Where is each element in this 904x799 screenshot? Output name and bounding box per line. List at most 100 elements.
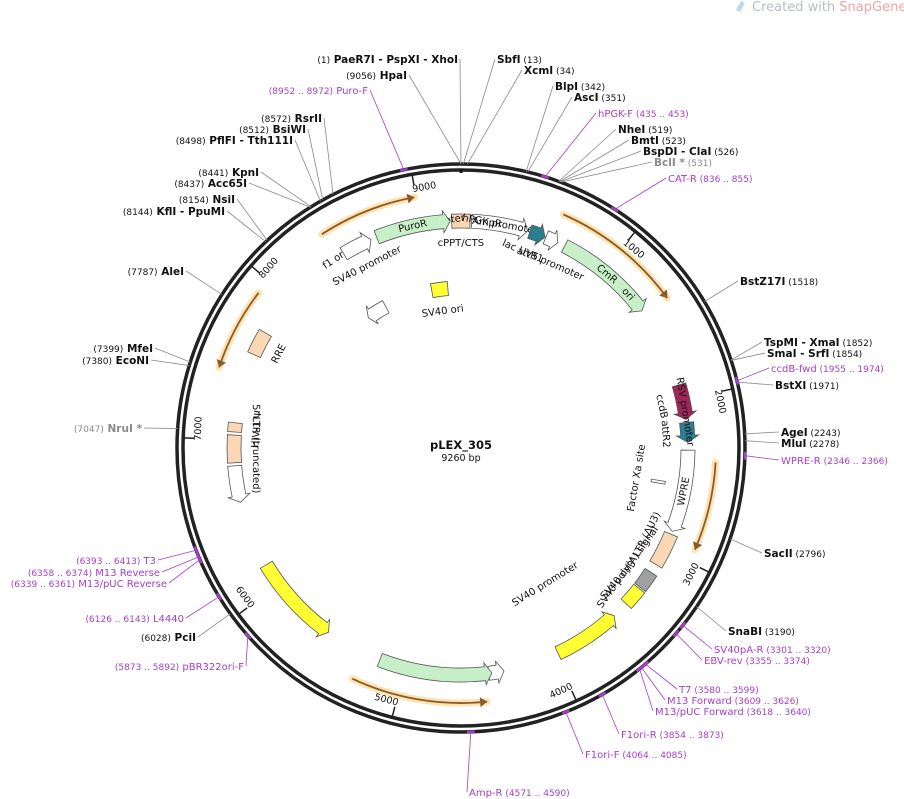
primer-position: (5873 .. 5892) (115, 663, 179, 673)
orf-line (351, 677, 488, 704)
feature-shape (527, 222, 546, 247)
tick-mark (411, 174, 415, 186)
primer-site-mark (193, 546, 199, 555)
primer-position: (3618 .. 3640) (744, 708, 811, 718)
orf-line (321, 196, 415, 236)
site-label: TspMI - XmaI (1852) (764, 337, 872, 349)
site-position: (351) (599, 94, 626, 104)
feature-shape (247, 328, 272, 359)
site-bstz17i: BstZ17I (1518) (704, 276, 818, 302)
primer-name: F1ori-F (585, 750, 620, 761)
feature-shape (554, 611, 617, 661)
primer-pbr322ori-f: (5873 .. 5892) pBR322ori-F (115, 631, 252, 673)
primer-layer: (8952 .. 8972) Puro-F hPGK-F (435 .. 453)… (11, 86, 888, 799)
orf-arrowhead (692, 541, 703, 550)
site-name: NruI * (104, 423, 143, 435)
site-mfei: (7399) MfeI (93, 343, 191, 363)
site-label: AgeI (2243) (781, 427, 840, 439)
site-position: (3190) (762, 628, 795, 638)
primer-position: (6358 .. 6374) (28, 569, 92, 579)
site-label: MluI (2278) (781, 438, 839, 450)
site-smai-srfi: SmaI - SrfI (1854) (731, 348, 862, 361)
feature-shape (365, 300, 390, 325)
site-leader-line (558, 128, 617, 182)
primer-name: pBR322ori-F (179, 662, 244, 673)
site-name: SbfI (497, 54, 521, 66)
tick-mark (721, 388, 733, 392)
primer-position: (435 .. 453) (633, 110, 689, 120)
site-name: RsrII (291, 113, 322, 125)
primer-amp-r: Amp-R (4571 .. 4590) (466, 730, 570, 799)
site-leader-line (696, 606, 727, 632)
primer-leader-line (601, 694, 620, 735)
primer-sv40pa-r: SV40pA-R (3301 .. 3320) (679, 621, 831, 656)
site-name: AgeI (781, 427, 808, 439)
site-name: BstZ17I (740, 276, 785, 288)
primer-label: (8952 .. 8972) Puro-F (269, 86, 368, 97)
site-label: SmaI - SrfI (1854) (767, 348, 862, 360)
site-label: NheI (519) (618, 124, 672, 136)
primer-leader-line (614, 177, 667, 210)
primer-site-mark (215, 592, 223, 601)
site-position: (34) (553, 67, 574, 77)
site-label: (6028) PciI (141, 632, 196, 644)
site-position: (523) (659, 137, 686, 147)
site-leader-line (323, 117, 334, 195)
feature-cppt-cts: cPPT/CTS (438, 213, 484, 249)
primer-site-mark (561, 709, 570, 715)
site-position: (8154) (179, 196, 209, 206)
primer-label: SV40pA-R (3301 .. 3320) (714, 645, 831, 656)
primer-site-mark (196, 552, 202, 561)
feature-shape (470, 213, 529, 241)
site-leader-line (197, 613, 231, 638)
site-label: (8437) Acc65I (174, 178, 247, 190)
primer-site-mark (244, 631, 252, 640)
feature-label: cPPT/CTS (438, 238, 484, 249)
feature-shape (259, 560, 331, 638)
orf-arrowhead (216, 359, 227, 368)
site-name: PflFI - Tth111I (206, 135, 293, 147)
primer-label: M13/pUC Forward (3618 .. 3640) (655, 707, 811, 718)
site-name: NheI (618, 124, 645, 136)
site-name: SnaBI (728, 626, 762, 638)
site-xcmi: XcmI (34) (467, 65, 575, 165)
tick-label: 3000 (681, 561, 702, 588)
site-leader-line (462, 58, 496, 165)
primer-position: (3301 .. 3320) (763, 646, 830, 656)
orf-arrowhead (479, 697, 488, 708)
site-leader-line (467, 69, 523, 165)
site-name: KflI - PpuMI (153, 206, 225, 218)
site-leader-line (307, 128, 324, 200)
tick-mark (391, 706, 396, 718)
primer-position: (3609 .. 3626) (732, 697, 799, 707)
site-name: NsiI (209, 194, 235, 206)
feature-shape (487, 659, 505, 685)
primer-site-mark (679, 621, 687, 630)
feature-label: ccdB (653, 394, 669, 420)
feature-shape (339, 231, 372, 261)
primer-leader-line (675, 633, 703, 661)
tick-mark (699, 566, 710, 574)
feature-shape (663, 449, 696, 532)
primer-leader-line (466, 731, 472, 793)
site-blpi: BlpI (342) (525, 81, 605, 172)
site-position: (13) (521, 56, 542, 66)
primer-label: F1ori-R (3854 .. 3873) (621, 730, 724, 741)
primer-ccdb-fwd: ccdB-fwd (1955 .. 1974) (734, 364, 884, 385)
site-position: (8498) (176, 137, 206, 147)
primer-position: (836 .. 855) (697, 175, 753, 185)
primer-name: WPRE-R (781, 456, 821, 467)
site-position: (9056) (346, 72, 376, 82)
primer-f1ori-r: F1ori-R (3854 .. 3873) (598, 691, 724, 741)
site-leader-line (150, 359, 190, 366)
site-label: SnaBI (3190) (728, 626, 795, 638)
tick-label: 8000 (257, 256, 281, 281)
plasmid-center: pLEX_305 9260 bp (430, 438, 492, 464)
site-position: (2278) (806, 440, 839, 450)
primer-name: hPGK-F (598, 109, 633, 120)
site-label: BstXI (1971) (775, 380, 839, 392)
site-leader-line (260, 171, 312, 208)
tick-mark (627, 230, 636, 241)
feature-shape (649, 531, 678, 569)
